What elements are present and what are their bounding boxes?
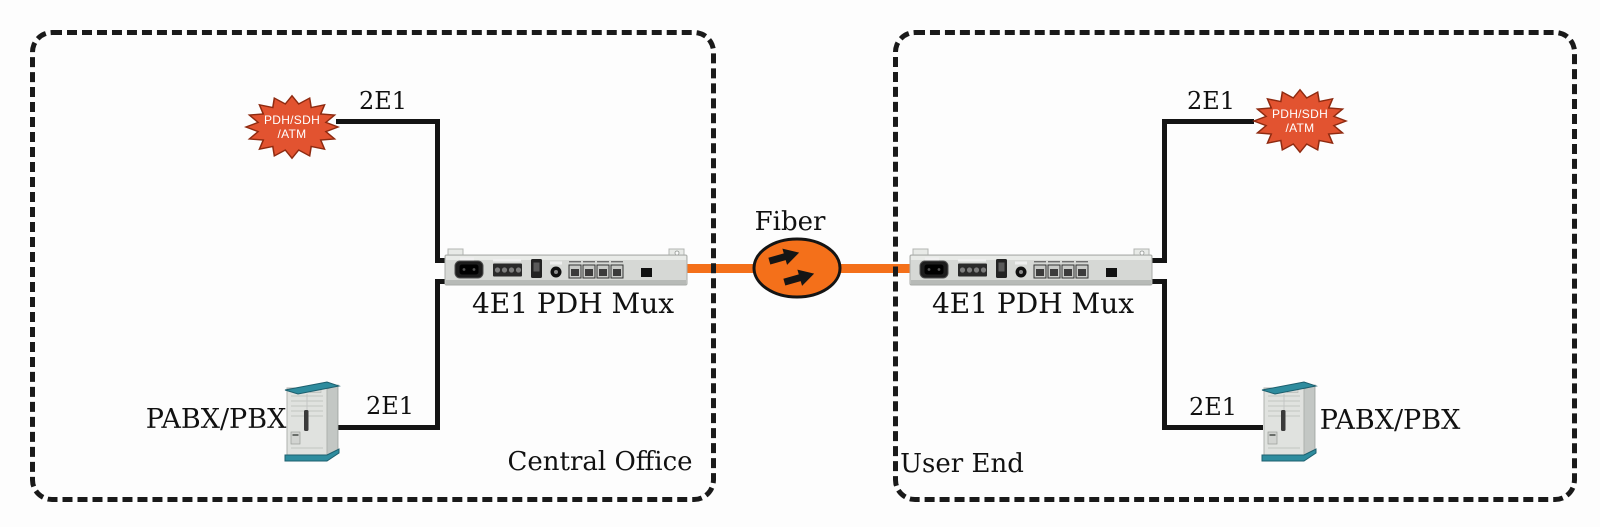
connection-line xyxy=(435,279,440,430)
fiber-label: Fiber xyxy=(754,207,826,237)
starburst-line2: /ATM xyxy=(277,127,307,141)
pdh-sdh-atm-starburst-right: PDH/SDH /ATM xyxy=(1252,88,1348,154)
connection-line xyxy=(338,425,440,430)
connection-line xyxy=(1162,119,1254,124)
connection-line xyxy=(1162,425,1263,430)
starburst-line1: PDH/SDH xyxy=(1271,106,1329,121)
mux-label-right: 4E1 PDH Mux xyxy=(931,287,1135,320)
connection-line xyxy=(336,119,440,124)
link-label-2e1-top-right: 2E1 xyxy=(1186,87,1236,115)
pdh-mux-device-left xyxy=(443,246,689,288)
pabx-label-right: PABX/PBX xyxy=(1319,405,1461,436)
pdh-mux-device-right xyxy=(908,246,1154,288)
pabx-label-left: PABX/PBX xyxy=(145,404,287,435)
pabx-cabinet-right xyxy=(1260,376,1318,462)
zone-title-central-office: Central Office xyxy=(507,447,693,477)
link-label-2e1-bottom-right: 2E1 xyxy=(1188,393,1238,421)
central-office-zone-box xyxy=(30,30,716,502)
pdh-sdh-atm-starburst-left: PDH/SDH /ATM xyxy=(244,94,340,160)
connection-line xyxy=(435,258,447,263)
connection-line xyxy=(1162,119,1167,263)
pabx-cabinet-left xyxy=(283,376,341,462)
fiber-ellipse xyxy=(752,237,842,299)
connection-line xyxy=(435,279,447,284)
starburst-icon xyxy=(1252,88,1348,154)
link-label-2e1-bottom-left: 2E1 xyxy=(365,392,415,420)
starburst-line2: /ATM xyxy=(1285,121,1315,135)
connection-line xyxy=(1162,279,1167,430)
zone-title-user-end: User End xyxy=(900,449,1024,479)
connection-line xyxy=(1147,279,1167,284)
starburst-text: PDH/SDH /ATM xyxy=(1252,88,1348,154)
fiber-arrows-icon xyxy=(768,248,815,286)
connection-line xyxy=(435,119,440,263)
mux-label-left: 4E1 PDH Mux xyxy=(471,287,675,320)
user-end-zone-box xyxy=(893,30,1577,502)
starburst-icon xyxy=(244,94,340,160)
starburst-line1: PDH/SDH xyxy=(263,112,321,127)
link-label-2e1-top-left: 2E1 xyxy=(358,87,408,115)
starburst-text: PDH/SDH /ATM xyxy=(244,94,340,160)
connection-line xyxy=(1147,258,1167,263)
